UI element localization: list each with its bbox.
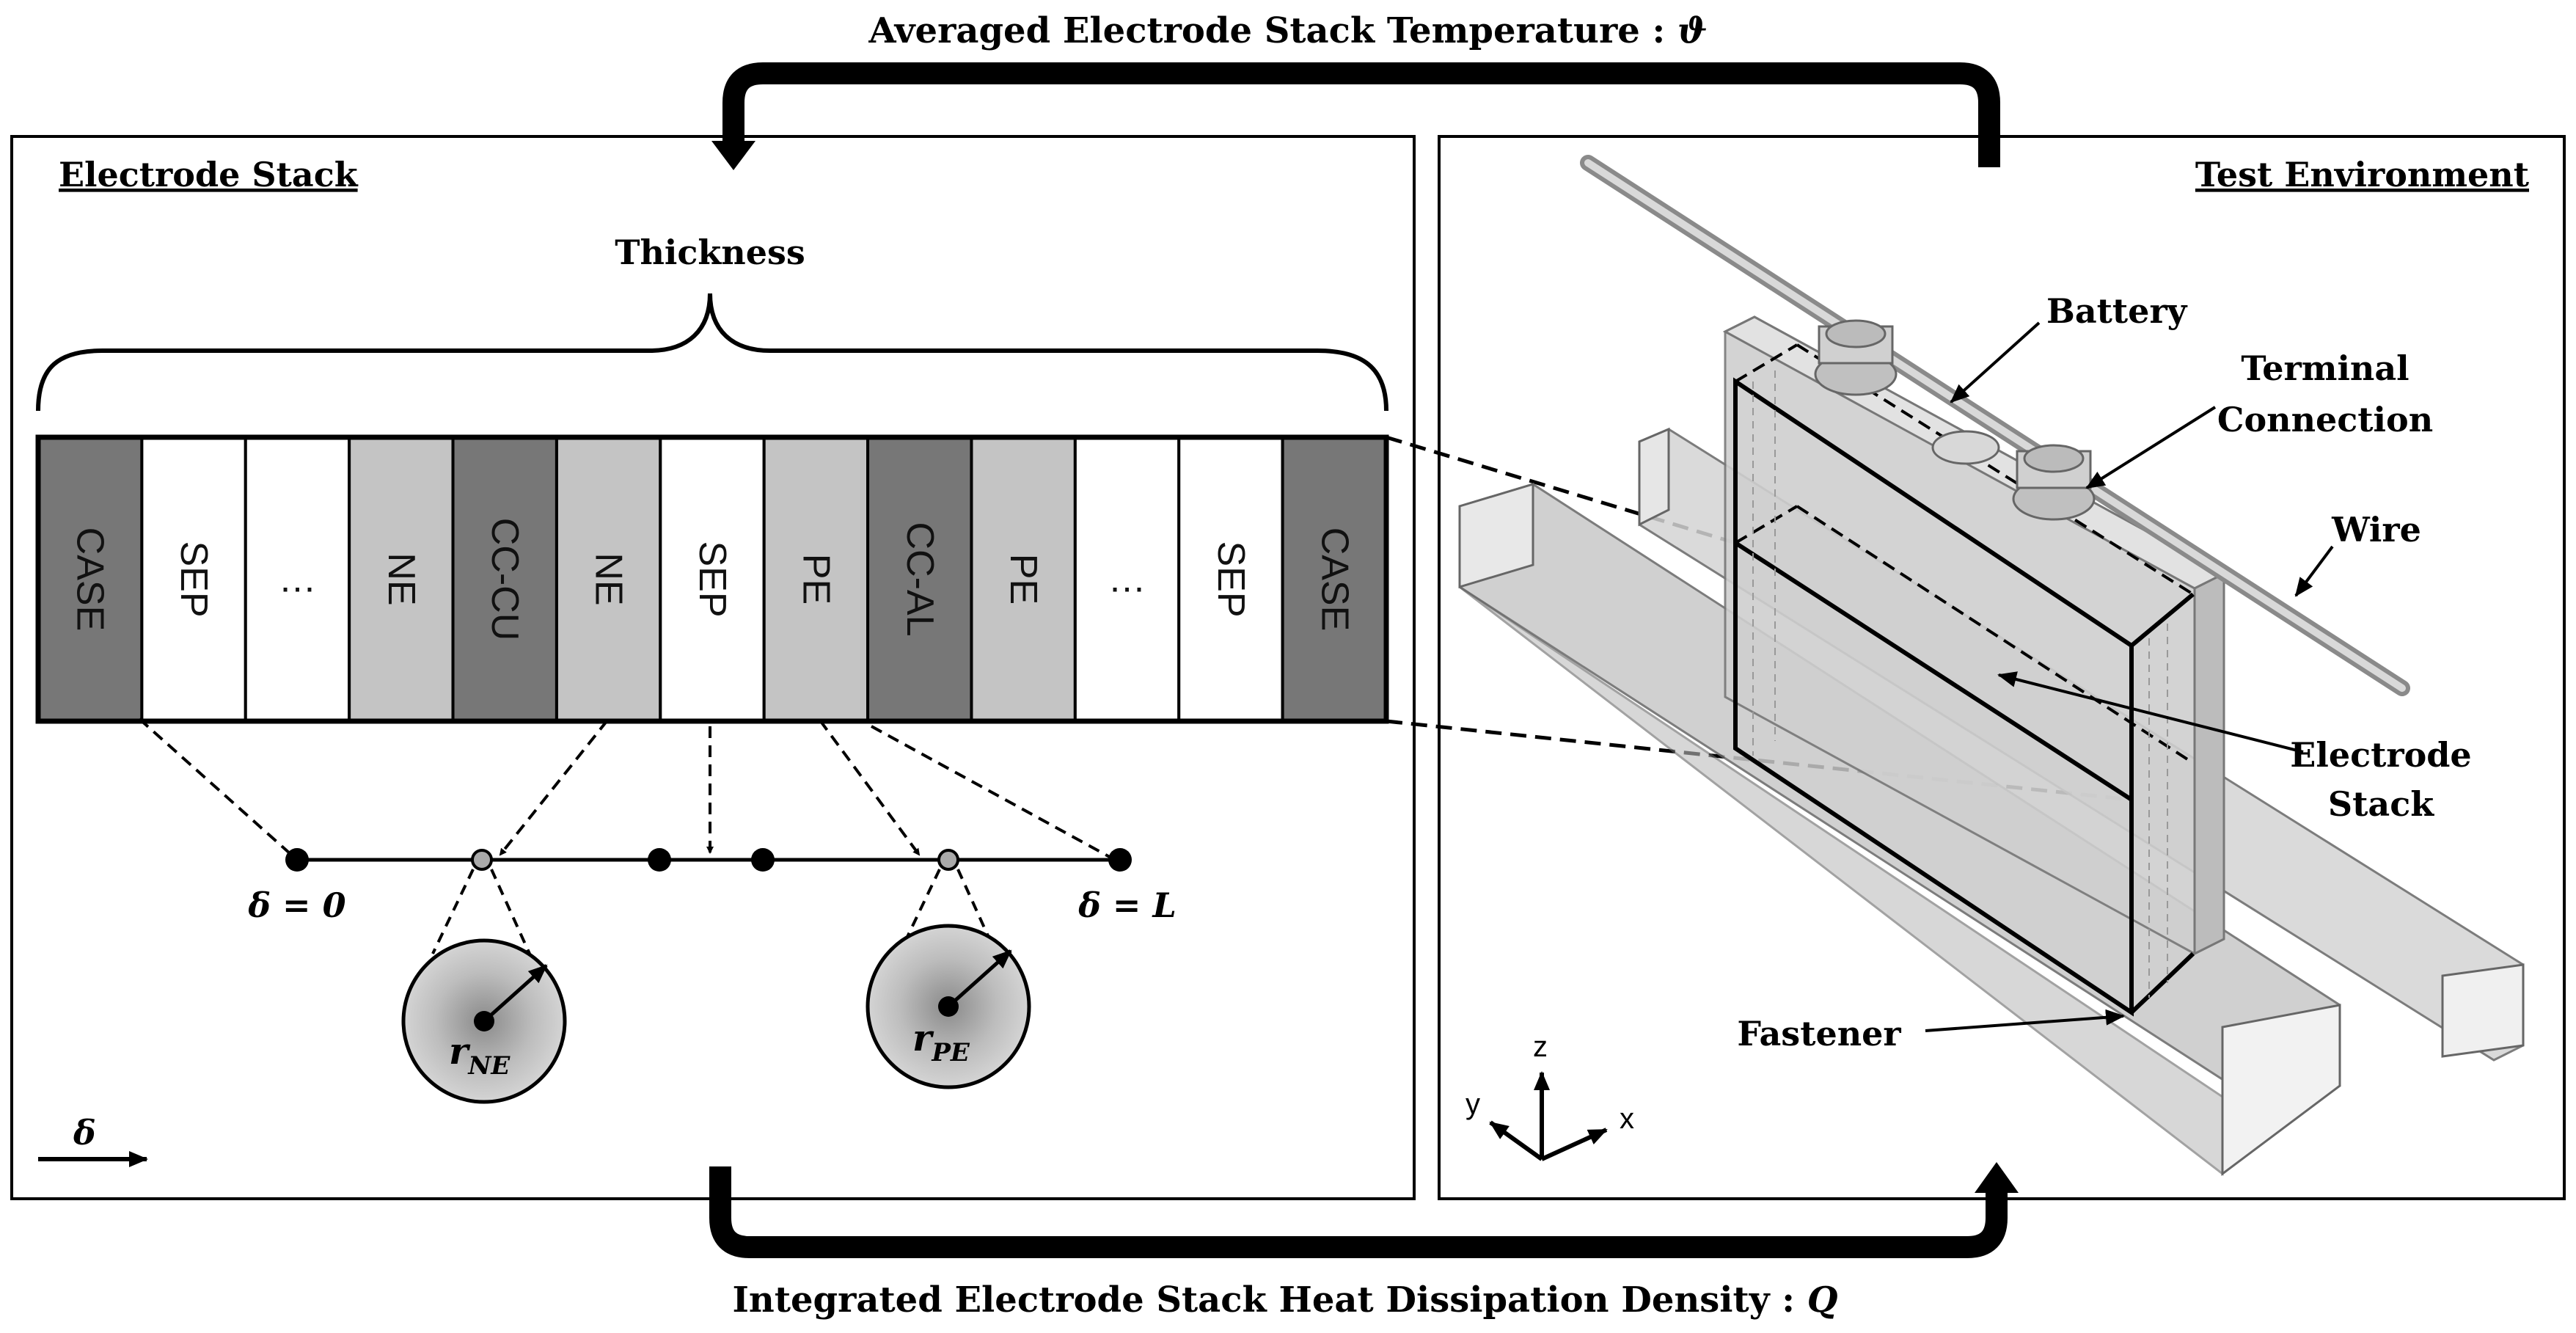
heat-arrow-head	[1975, 1162, 2019, 1193]
bottom-caption: Integrated Electrode Stack Heat Dissipat…	[732, 1279, 1837, 1321]
mesh-node-sep-1	[648, 848, 671, 872]
pe-radius-arrow	[947, 949, 1012, 1008]
temperature-feedback-arrow	[722, 62, 2000, 167]
layer-label: SEP	[172, 541, 215, 617]
mesh-node-ne	[471, 849, 493, 871]
layer-label: SEP	[1210, 541, 1252, 617]
wire-label: Wire	[2331, 510, 2421, 549]
electrode-stack-label-1: Electrode	[2290, 735, 2471, 775]
layer-label: CASE	[69, 527, 111, 632]
delta-end-label: δ = L	[1077, 885, 1177, 925]
thickness-brace	[36, 293, 1388, 412]
layer-label: SEP	[691, 541, 733, 617]
layer-label: …	[278, 558, 316, 601]
layer-cell	[1073, 436, 1181, 723]
mesh-node-end	[1108, 848, 1132, 872]
layer-cell	[555, 436, 662, 723]
delta-start-label: δ = 0	[247, 885, 345, 925]
mesh-node-pe	[937, 849, 959, 871]
temperature-arrow-head	[711, 141, 755, 170]
delta-axis-label: δ	[73, 1113, 96, 1153]
mesh-node-start	[285, 848, 309, 872]
terminal-connections	[1814, 319, 2096, 521]
electrode-stack-label-2: Stack	[2328, 784, 2434, 824]
electrode-stack-title: Electrode Stack	[59, 155, 359, 194]
thickness-label: Thickness	[615, 233, 805, 272]
layer-stack-border	[35, 434, 1389, 724]
layer-cell	[140, 436, 247, 723]
top-caption: Averaged Electrode Stack Temperature : ϑ	[868, 10, 1707, 51]
projection-lines	[138, 717, 1116, 861]
layer-label: NE	[380, 552, 422, 605]
layer-cell	[659, 436, 766, 723]
electrode-stack-outline	[1733, 377, 2195, 1017]
layer-cell	[866, 436, 973, 723]
pe-radius-label: rPE	[912, 1016, 970, 1067]
coordinate-axes	[1489, 1071, 1608, 1161]
stack-hidden-edges	[1734, 343, 2195, 764]
ne-radius-label: rNE	[449, 1029, 511, 1081]
battery-label: Battery	[2046, 291, 2188, 331]
terminal-label-2: Connection	[2217, 400, 2433, 439]
layer-label: CASE	[1313, 527, 1355, 632]
wire	[1580, 155, 2410, 696]
heat-feedback-arrow	[709, 1166, 2008, 1258]
layer-label: …	[1108, 558, 1146, 601]
ne-radius-arrow	[483, 964, 548, 1023]
x-axis-label: x	[1620, 1103, 1634, 1135]
terminal-label-1: Terminal	[2241, 348, 2409, 388]
z-axis-label: z	[1533, 1031, 1548, 1063]
leader-arrows	[1925, 321, 2334, 1032]
fastener-label: Fastener	[1737, 1014, 1901, 1053]
electrode-layers: CASE SEP … NE CC-CU NE SEP PE CC-AL PE … SEP CASE	[35, 434, 1389, 724]
y-axis-label: y	[1466, 1088, 1480, 1120]
mesh-node-sep-2	[751, 848, 775, 872]
layer-cell	[348, 436, 455, 723]
layer-label: NE	[588, 552, 630, 605]
layer-cell	[762, 436, 870, 723]
layer-cell	[1177, 436, 1284, 723]
internal-layers	[1752, 370, 2168, 998]
layer-label: CC-CU	[483, 518, 526, 641]
layer-label: CC-AL	[899, 522, 941, 636]
layer-label: PE	[1002, 554, 1044, 605]
test-environment-title: Test Environment	[2195, 155, 2530, 194]
layer-label: PE	[794, 554, 837, 605]
